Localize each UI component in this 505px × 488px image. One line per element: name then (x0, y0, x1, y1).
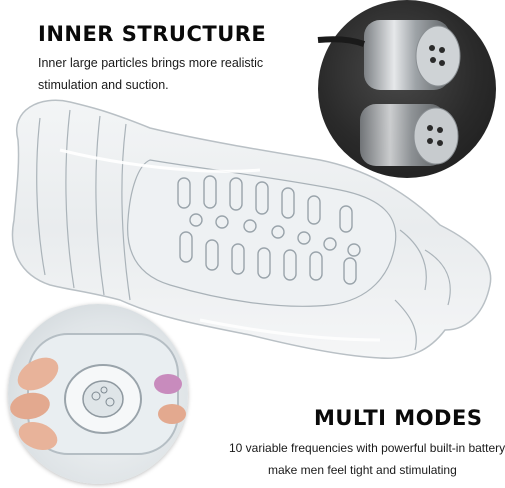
inner-structure-description-line1: Inner large particles brings more realis… (38, 56, 264, 70)
bullet-vibrator-inset (317, 0, 496, 178)
inner-structure-title: INNER STRUCTURE (38, 22, 267, 46)
inner-structure-description-line2: stimulation and suction. (38, 78, 169, 92)
hands-holding-sleeve-inset (8, 304, 188, 484)
multi-modes-description-line1: 10 variable frequencies with powerful bu… (229, 441, 505, 455)
multi-modes-title: MULTI MODES (314, 406, 483, 430)
multi-modes-description-line2: make men feel tight and stimulating (268, 463, 457, 477)
